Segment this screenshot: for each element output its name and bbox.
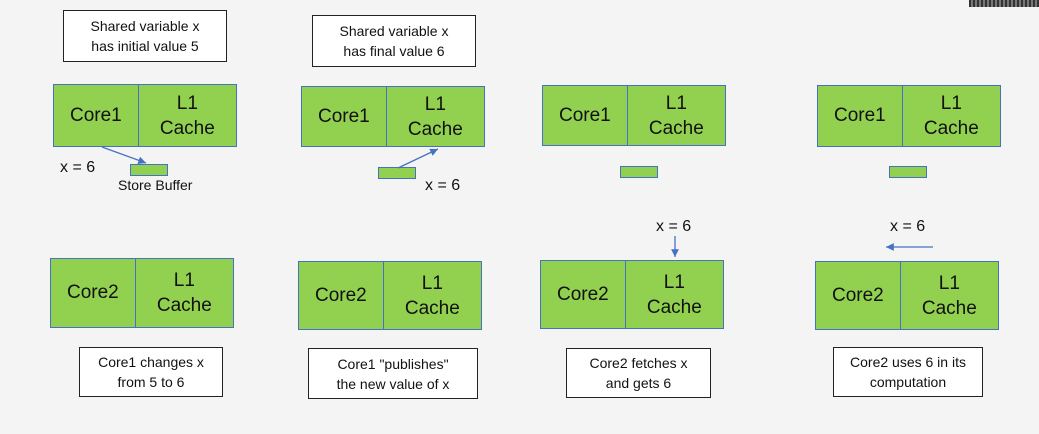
col1-core2-l1-cache: L1 Cache [136, 259, 233, 327]
col2-store-buffer [378, 167, 416, 179]
l1-label: L1 [940, 93, 962, 114]
note-initial-line1: Shared variable x [90, 18, 200, 34]
col4-core2-label: Core2 [816, 262, 901, 329]
col4-store-buffer [889, 166, 927, 178]
caption-step1: Core1 changes x from 5 to 6 [79, 347, 223, 397]
cache-label: Cache [156, 295, 212, 316]
col1-core2-label: Core2 [51, 259, 136, 327]
col1-x-value: x = 6 [60, 159, 96, 176]
caption-step4-line1: Core2 uses 6 in its [850, 354, 966, 370]
col3-core1-l1-cache: L1 Cache [628, 86, 725, 145]
caption-step1-line2: from 5 to 6 [117, 374, 185, 390]
col1-core1-block: Core1 L1 Cache [53, 84, 237, 147]
l1-label: L1 [663, 271, 685, 293]
col2-core2-label: Core2 [299, 262, 384, 329]
l1-label: L1 [665, 92, 687, 114]
l1-label: L1 [176, 92, 198, 114]
corner-decoration [969, 0, 1039, 7]
cache-label: Cache [648, 117, 704, 139]
l1-label: L1 [421, 272, 443, 294]
col3-x-value: x = 6 [656, 218, 692, 235]
cache-label: Cache [923, 118, 979, 139]
arrow-core1-to-store-buffer [101, 146, 147, 164]
cache-label: Cache [921, 297, 977, 319]
col3-core2-label: Core2 [541, 261, 626, 328]
col2-core1-l1-cache: L1 Cache [387, 87, 484, 146]
caption-step3-line2: and gets 6 [605, 375, 672, 391]
col4-x-value: x = 6 [890, 218, 926, 235]
col3-core2-l1-cache: L1 Cache [626, 261, 723, 328]
caption-step4: Core2 uses 6 in its computation [833, 347, 983, 397]
col1-core2-block: Core2 L1 Cache [50, 258, 234, 328]
col2-core2-l1-cache: L1 Cache [384, 262, 481, 329]
l1-label: L1 [424, 93, 446, 115]
cache-label: Cache [407, 118, 463, 140]
col3-core1-label: Core1 [543, 86, 628, 145]
note-initial-line2: has initial value 5 [91, 38, 199, 54]
col4-core1-l1-cache: L1 Cache [903, 86, 1000, 146]
col2-core1-label: Core1 [302, 87, 387, 146]
caption-step1-line1: Core1 changes x [98, 354, 204, 370]
col4-core1-label: Core1 [818, 86, 903, 146]
caption-step3: Core2 fetches x and gets 6 [566, 348, 711, 398]
col4-core1-block: Core1 L1 Cache [817, 85, 1001, 147]
caption-step4-line2: computation [869, 374, 947, 390]
col2-core1-block: Core1 L1 Cache [301, 86, 485, 147]
col4-core2-block: Core2 L1 Cache [815, 261, 999, 330]
cache-label: Cache [646, 296, 702, 318]
note-final-value: Shared variable x has final value 6 [312, 15, 476, 67]
col3-core2-block: Core2 L1 Cache [540, 260, 724, 329]
cache-label: Cache [159, 117, 215, 139]
col3-core1-block: Core1 L1 Cache [542, 85, 726, 146]
caption-step3-line1: Core2 fetches x [589, 355, 688, 371]
caption-step2-line1: Core1 "publishes" [337, 355, 449, 372]
col1-core1-l1-cache: L1 Cache [139, 85, 236, 146]
col3-store-buffer [620, 166, 658, 178]
col2-core2-block: Core2 L1 Cache [298, 261, 482, 330]
arrow-store-buffer-to-cache [397, 148, 439, 169]
col1-core1-label: Core1 [54, 85, 139, 146]
l1-label: L1 [173, 270, 195, 291]
note-initial-value: Shared variable x has initial value 5 [63, 10, 227, 62]
col4-core2-l1-cache: L1 Cache [901, 262, 998, 329]
cache-label: Cache [404, 297, 460, 319]
col2-x-value: x = 6 [425, 177, 461, 194]
note-final-line1: Shared variable x [339, 23, 449, 39]
store-buffer-label: Store Buffer [118, 177, 193, 193]
l1-label: L1 [938, 272, 960, 294]
caption-step2: Core1 "publishes" the new value of x [308, 348, 478, 399]
col1-store-buffer [130, 164, 168, 176]
note-final-line2: has final value 6 [343, 43, 445, 59]
caption-step2-line2: the new value of x [336, 375, 450, 392]
